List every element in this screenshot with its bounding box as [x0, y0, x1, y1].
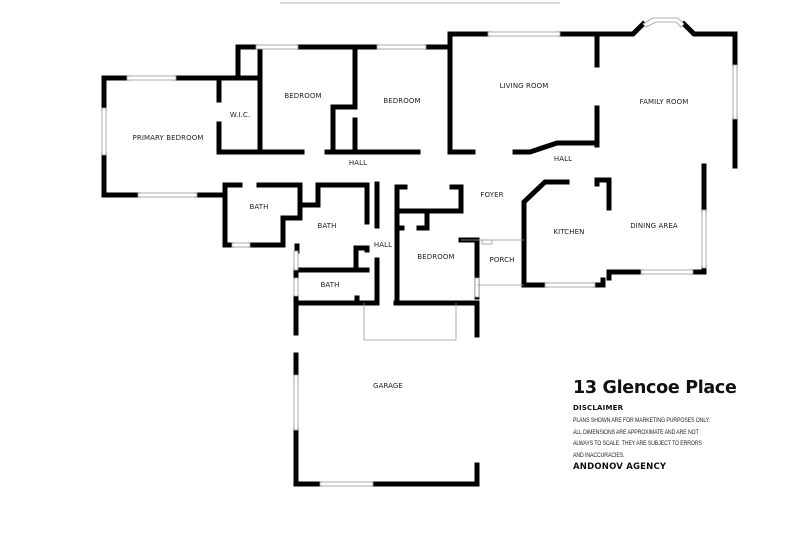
- disclaimer-heading: DISCLAIMER: [573, 404, 624, 412]
- room-garage: GARAGE: [373, 382, 403, 390]
- room-family-room: FAMILY ROOM: [639, 98, 689, 106]
- room-porch: PORCH: [489, 256, 515, 264]
- room-bedroom-1: BEDROOM: [284, 92, 322, 100]
- room-bath-3: BATH: [320, 281, 340, 289]
- room-bath-2: BATH: [317, 222, 337, 230]
- room-hall-east: HALL: [553, 155, 573, 163]
- thin-lines: [280, 2, 560, 341]
- walls: [101, 20, 738, 487]
- property-info: 13 Glencoe Place DISCLAIMER PLANS SHOWN …: [573, 378, 793, 472]
- room-hall-south: HALL: [373, 241, 393, 249]
- room-primary-bedroom: PRIMARY BEDROOM: [132, 134, 204, 142]
- property-address: 13 Glencoe Place: [573, 378, 737, 398]
- room-foyer: FOYER: [480, 191, 504, 199]
- room-kitchen: KITCHEN: [553, 228, 585, 236]
- disclaimer-line: ALWAYS TO SCALE. THEY ARE SUBJECT TO ERR…: [573, 440, 702, 447]
- disclaimer-line: PLANS SHOWN ARE FOR MARKETING PURPOSES O…: [573, 417, 710, 424]
- room-hall-main: HALL: [348, 159, 368, 167]
- disclaimer-text: PLANS SHOWN ARE FOR MARKETING PURPOSES O…: [573, 415, 721, 461]
- windows: [101, 17, 738, 487]
- agency-name: ANDONOV AGENCY: [573, 462, 667, 472]
- room-dining-area: DINING AREA: [630, 222, 678, 230]
- disclaimer-line: ALL DIMENSIONS ARE APPROXIMATE AND ARE N…: [573, 428, 699, 436]
- room-wic: W.I.C.: [229, 111, 251, 119]
- disclaimer-line: AND INACCURACIES.: [573, 451, 625, 459]
- room-bath-1: BATH: [249, 203, 269, 211]
- room-bedroom-2: BEDROOM: [383, 97, 421, 105]
- room-living-room: LIVING ROOM: [499, 82, 549, 90]
- room-bedroom-3: BEDROOM: [417, 253, 455, 261]
